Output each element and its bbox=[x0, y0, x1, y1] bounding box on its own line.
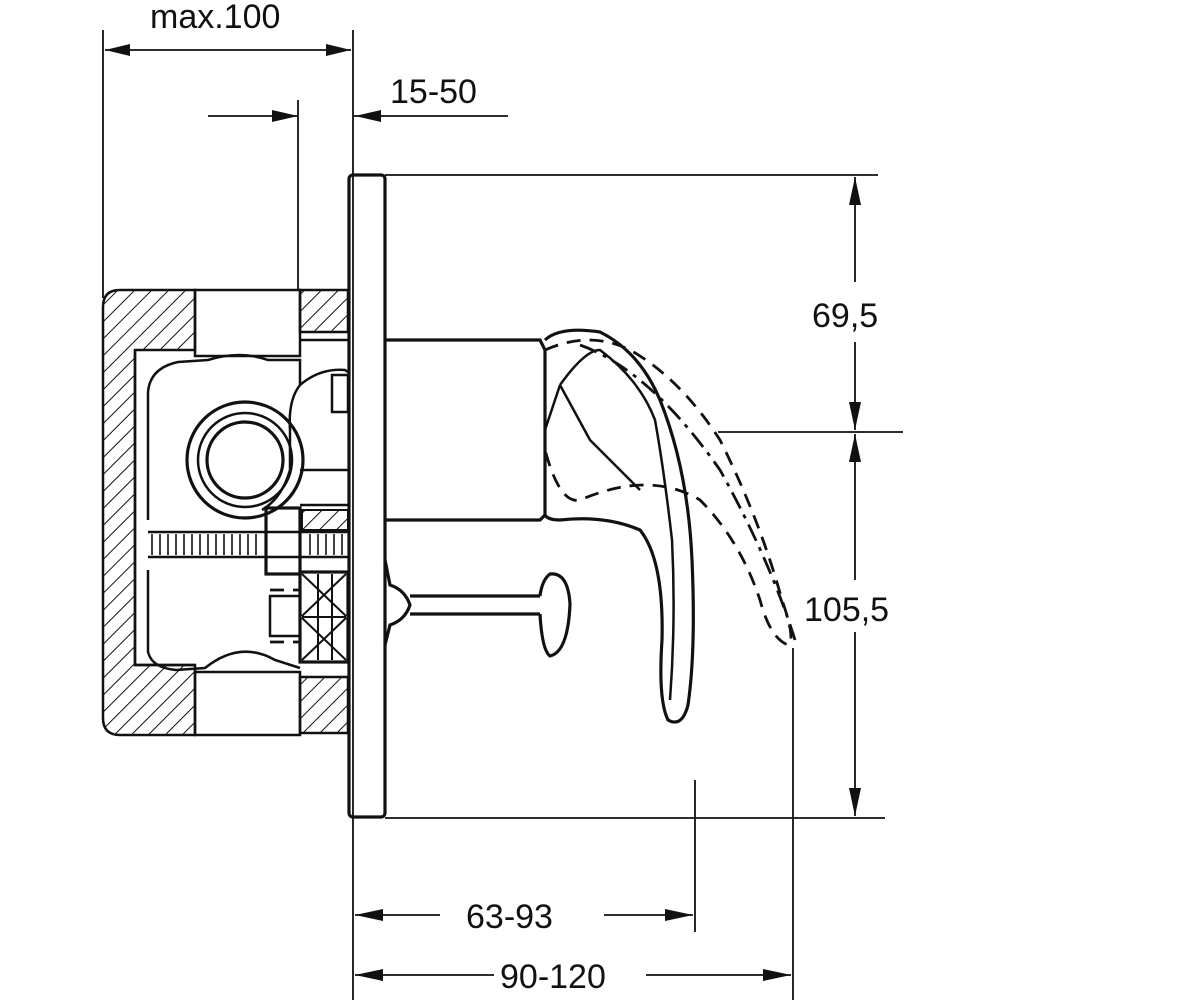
dimension-label-max-depth: max.100 bbox=[150, 0, 280, 36]
dimension-label-upper-height: 69,5 bbox=[812, 297, 878, 335]
mixer-handle-alternate-position bbox=[543, 338, 797, 647]
dimension-lines bbox=[102, 30, 903, 1000]
escutcheon-plate bbox=[347, 173, 387, 819]
concealed-valve-body bbox=[101, 288, 350, 737]
dimension-label-wall-cover: 15-50 bbox=[390, 73, 477, 111]
dimension-label-lower-height: 105,5 bbox=[804, 591, 889, 629]
dimension-label-handle-reach: 63-93 bbox=[466, 898, 553, 936]
diverter-knob bbox=[383, 559, 572, 658]
mixer-handle bbox=[385, 328, 695, 724]
dimension-label-spout-reach: 90-120 bbox=[500, 958, 606, 996]
